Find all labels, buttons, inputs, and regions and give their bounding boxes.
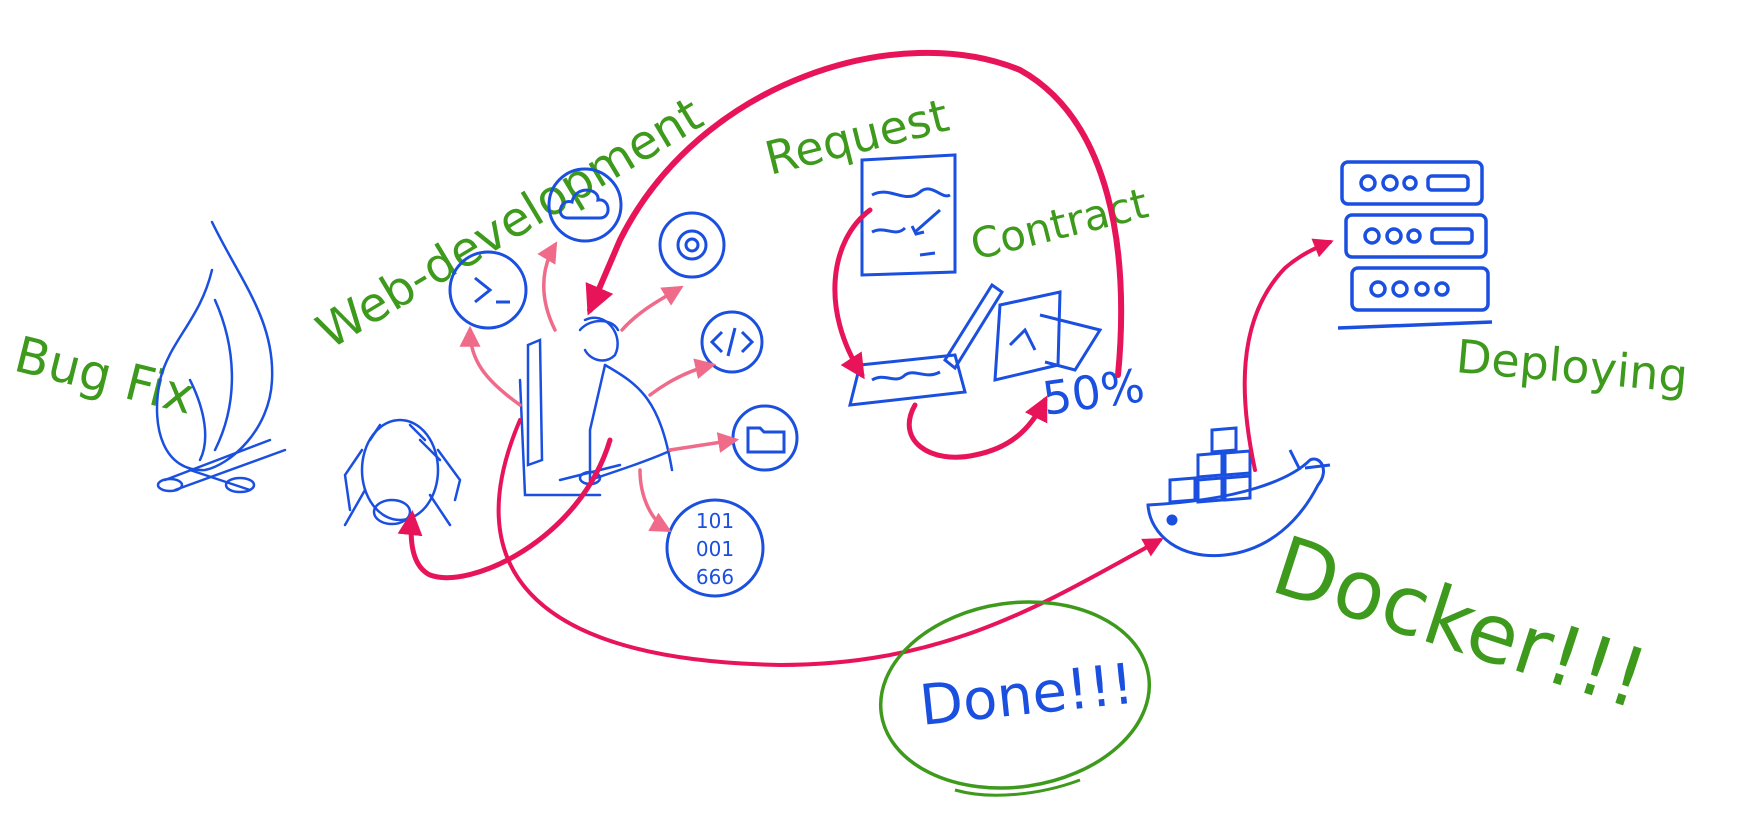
bug-arrow bbox=[397, 437, 613, 581]
feedback-loop-arrow bbox=[585, 49, 1125, 378]
server-arrow bbox=[1242, 238, 1334, 472]
docker-whale-icon bbox=[1146, 426, 1331, 558]
settings-icon bbox=[658, 211, 726, 279]
binary-row-1: 101 bbox=[696, 509, 734, 533]
tool-arrows bbox=[459, 241, 740, 533]
terminal-icon bbox=[448, 250, 528, 330]
docker-label: Docker!!! bbox=[1262, 519, 1658, 729]
web-development-label: Web-development bbox=[307, 86, 712, 360]
contract-arrows bbox=[832, 207, 1048, 460]
fire-icon bbox=[155, 220, 287, 494]
code-icon bbox=[700, 310, 764, 374]
cloud-icon bbox=[547, 167, 623, 243]
developer-at-computer-icon bbox=[518, 316, 674, 497]
deploying-label: Deploying bbox=[1454, 329, 1690, 403]
binary-row-2: 001 bbox=[696, 537, 734, 561]
request-document-icon bbox=[860, 153, 957, 277]
done-bubble-tail bbox=[954, 778, 1081, 797]
bug-fix-label: Bug Fix bbox=[9, 325, 200, 425]
bug-icon bbox=[343, 418, 462, 527]
binary-row-3: 666 bbox=[696, 565, 734, 589]
done-bubble bbox=[878, 600, 1152, 790]
binary-icon bbox=[665, 498, 765, 598]
server-rack-icon bbox=[1337, 160, 1493, 330]
contract-label: Contract bbox=[966, 178, 1153, 269]
signing-tablet-icon bbox=[848, 282, 1005, 407]
folder-icon bbox=[731, 404, 799, 472]
done-label: Done!!! bbox=[917, 652, 1137, 739]
request-label: Request bbox=[760, 88, 954, 186]
deploy-arrow bbox=[496, 418, 1164, 668]
contract-paper-icon bbox=[993, 290, 1103, 382]
percent-label: 50% bbox=[1039, 358, 1148, 426]
